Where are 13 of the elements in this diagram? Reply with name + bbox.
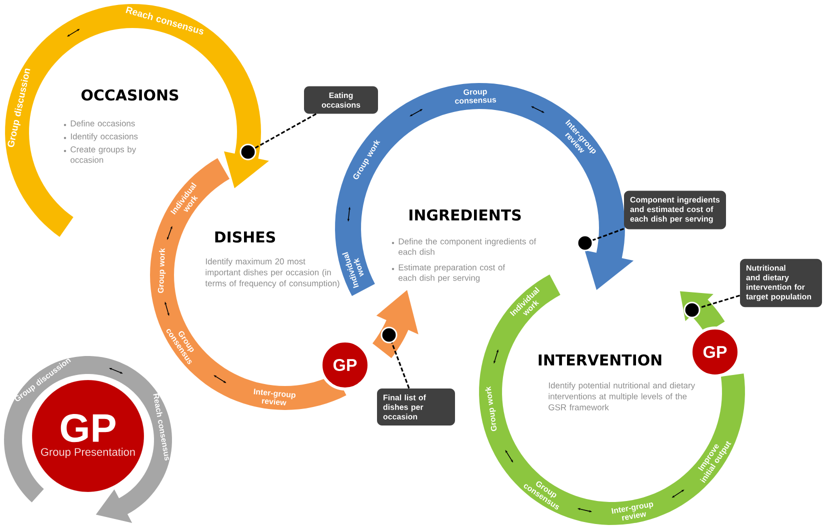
description-text: Identify potential nutritional and dietary interventions at multiple levels of the GSR framework [548,382,696,410]
bullet-item: Identify occasions [64,133,138,142]
leader-line [700,294,740,308]
leader-line [391,342,410,389]
dot-marker [684,302,700,318]
dot-marker [380,326,398,344]
section-title: INTERVENTION [538,354,662,366]
section-title: OCCASIONS [82,89,178,101]
dot-marker [240,144,256,160]
bullet-item: Create groups by occasion [64,146,136,163]
dot-marker [576,234,594,252]
leader-line [592,228,624,241]
bullet-item: Define occasions [64,120,135,126]
